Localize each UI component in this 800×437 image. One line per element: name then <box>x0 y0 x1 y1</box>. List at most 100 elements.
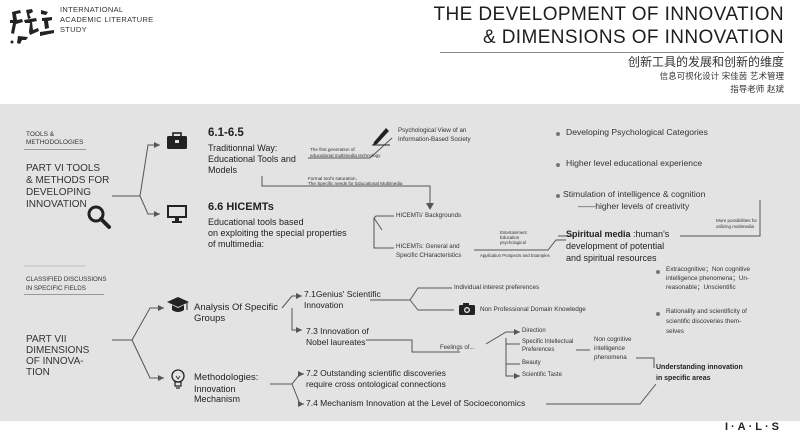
first-gen-note-1: The first generation of <box>310 147 355 152</box>
hicemt-backgrounds: HICEMTs' Backgrounds <box>396 212 462 219</box>
subtitle-cn: 创新工具的发展和创新的维度 <box>627 55 784 69</box>
branch1-title-2: Educational Tools and <box>208 154 296 164</box>
feel-specific-2: Preferences <box>522 347 555 353</box>
part7-title-4: TION <box>26 367 50 378</box>
page-title-line-1: THE DEVELOPMENT OF INNOVATION <box>433 4 784 25</box>
outcome-3-line-1: Stimulation of intelligence & cognition <box>563 189 706 199</box>
g73-line-2: Nobel laureates <box>306 337 366 347</box>
section-tag-underline-2 <box>24 294 104 295</box>
camera-icon <box>459 303 475 315</box>
section-tag-classified-2: IN SPECIFIC FIELDS <box>26 285 86 292</box>
rational-2: scientific discoveries them- <box>666 318 742 325</box>
groups-title-1: Analysis Of Specific <box>194 302 278 313</box>
rational-bullet <box>656 312 660 316</box>
part7-title-2: DIMENSIONS <box>26 345 90 356</box>
spiritual-media-line-1: Spiritual media :human's <box>566 229 669 239</box>
outcome-bullet-2 <box>556 163 560 167</box>
part6-title-4: INNOVATION <box>26 199 87 210</box>
psych-view-2: Information-Based Society <box>398 136 471 143</box>
ent-note-1: Entertainment <box>500 230 527 235</box>
ent-note-3: psychological <box>500 240 526 245</box>
header-rule <box>440 52 784 53</box>
method-title-3: Mechanism <box>194 394 241 404</box>
noncog-3: phenomena <box>594 354 627 361</box>
extra-3: reasonable；Unscientific <box>666 284 736 291</box>
m72-line-1: 7.2 Outstanding scientific discoveries <box>306 368 446 378</box>
extra-2: intelligence phenomena；Un- <box>666 275 749 282</box>
applications-note: Application Prospects and Examples <box>480 253 550 258</box>
part6-title-1: PART VI TOOLS <box>26 163 101 174</box>
outcome-3-line-2: ——higher levels of creativity <box>578 201 690 211</box>
feel-taste: Scientific Taste <box>522 372 562 378</box>
g71-line-2: Innovation <box>304 300 344 310</box>
branch2-title-1: Educational tools based <box>208 217 304 227</box>
outcome-2: Higher level educational experience <box>566 158 703 168</box>
interest-prefs: Individual interest preferences <box>454 284 540 291</box>
saturation-note-1: Formal tool's saturation, <box>308 176 357 181</box>
section-tag-underline <box>24 149 86 150</box>
branch1-title-1: Traditionnal Way: <box>208 143 278 153</box>
groups-title-2: Groups <box>194 313 226 324</box>
content-band <box>0 104 800 421</box>
briefcase-icon <box>167 132 187 149</box>
more-possibilities-1: More possibilities for <box>716 218 758 223</box>
extra-1: Extracognitive；Non cognitive <box>666 266 750 273</box>
page-title-line-2: & DIMENSIONS OF INNOVATION <box>482 27 784 48</box>
outcome-1: Developing Psychological Categories <box>566 127 708 137</box>
rational-1: Rationality and scientificity of <box>666 308 747 315</box>
pen-icon <box>372 128 390 146</box>
monitor-icon <box>167 205 187 223</box>
saturation-note-2: The Specific needs for Educational Multi… <box>308 181 403 186</box>
feel-beauty: Beauty <box>522 360 541 366</box>
part7-title-3: OF INNOVA- <box>26 356 84 367</box>
part6-title-3: DEVELOPING <box>26 187 92 198</box>
outcome-bullet-3 <box>556 194 560 198</box>
lightbulb-icon <box>171 369 185 389</box>
ent-note-2: Education <box>500 235 520 240</box>
institute-line-2: ACADEMIC LITERATURE <box>60 15 154 24</box>
section-tag-tools-2: METHODOLOGIES <box>26 139 84 146</box>
method-title-1: Methodologies: <box>194 372 259 383</box>
spiritual-media-line-2: development of potential <box>566 241 665 251</box>
author-cn: 信息可视化设计 宋佳茵 艺术管理 <box>659 72 784 82</box>
hicemt-general-1: HICEMTs: General and <box>396 243 460 250</box>
g73-line-1: 7.3 Innovation of <box>306 326 369 336</box>
section-tag-classified-1: CLASSIFIED DISCUSSIONS <box>26 276 107 283</box>
m74: 7.4 Mechanism Innovation at the Level of… <box>306 398 526 408</box>
spiritual-media-line-3: and spiritual resources <box>566 253 657 263</box>
ials-brand: I·A·L·S <box>724 421 782 433</box>
outcome-bullet-1 <box>556 132 560 136</box>
spiritual-media-bold: Spiritual media <box>566 229 631 239</box>
branch2-title-2: on exploiting the special properties <box>208 228 347 238</box>
nonprof-knowledge: Non Professional Domain Knowledge <box>480 306 586 313</box>
g71-line-1: 7.1Genius' Scientific <box>304 289 381 299</box>
psych-view-1: Psychological View of an <box>398 127 467 134</box>
feelings-of: Feelings of... <box>440 345 475 351</box>
institute-line-3: STUDY <box>60 25 87 34</box>
understanding-2: in specific areas <box>656 375 711 382</box>
hicemt-general-2: Specific CHaracteristics <box>396 252 462 259</box>
rational-3: selves <box>666 328 684 335</box>
advisor-cn: 指导老师 赵斌 <box>730 85 784 95</box>
ials-calligraphy-logo-icon <box>10 9 54 44</box>
institute-line-1: INTERNATIONAL <box>60 5 124 14</box>
understanding-1: Understanding innovation <box>656 364 743 371</box>
branch1-title-3: Models <box>208 165 238 175</box>
part7-title-1: PART VII <box>26 334 67 345</box>
branch2-title-3: of multimedia: <box>208 239 265 249</box>
spiritual-media-rest: :human's <box>633 229 670 239</box>
method-title-2: Innovation <box>194 384 236 394</box>
graduation-cap-icon <box>167 297 189 312</box>
m72-line-2: require cross ontological connections <box>306 379 446 389</box>
feel-specific-1: Specific Intellectual <box>522 339 574 345</box>
more-possibilities-2: utilizing multimedia <box>716 224 755 229</box>
noncog-1: Non cognitive <box>594 336 632 343</box>
branch2-number: 6.6 HICEMTs <box>208 201 274 213</box>
part6-title-2: & METHODS FOR <box>26 175 110 186</box>
extra-bullet <box>656 270 660 274</box>
feel-direction: Direction <box>522 328 546 334</box>
section-tag-tools-1: TOOLS & <box>26 131 55 138</box>
magnifier-icon <box>87 205 111 229</box>
noncog-2: intelligence <box>594 345 625 352</box>
